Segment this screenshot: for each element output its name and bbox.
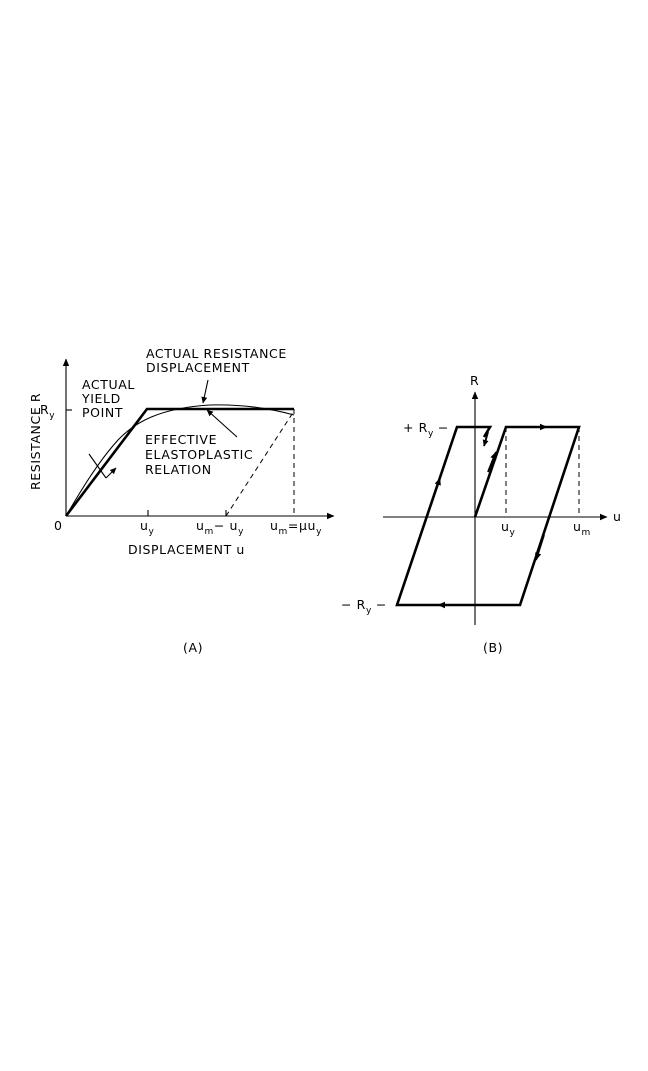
panel-a-x-axis-label: DISPLACEMENT u — [128, 542, 245, 557]
panel-b-minus-ry-label: − Ry− — [341, 597, 387, 616]
panel-a-uy-label: uy — [140, 518, 155, 537]
panel-a-effective-line2: ELASTOPLASTIC — [145, 447, 253, 462]
panel-a-origin-label: 0 — [54, 518, 63, 533]
panel-a: RESISTANCE R DISPLACEMENT u 0 Ry uy um− … — [28, 346, 334, 655]
panel-a-label: (A) — [183, 640, 203, 655]
panel-a-um-eq-label: um=µuy — [270, 518, 322, 537]
panel-a-effective-line3: RELATION — [145, 462, 212, 477]
panel-a-actual-resistance-line1: ACTUAL RESISTANCE — [146, 346, 287, 361]
panel-b-label: (B) — [483, 640, 503, 655]
panel-a-yield-leader-b — [106, 468, 116, 478]
panel-a-actual-yield-line3: POINT — [82, 405, 123, 420]
panel-b-arrow-unload — [536, 535, 544, 560]
panel-a-actual-leader — [203, 380, 208, 403]
panel-b-u-label: u — [613, 509, 622, 524]
panel-b-arrow-reload — [431, 478, 440, 505]
panel-a-actual-yield-line1: ACTUAL — [82, 377, 135, 392]
panel-a-um-minus-uy-label: um− uy — [196, 518, 244, 537]
panel-a-actual-yield-line2: YIELD — [81, 391, 121, 406]
panel-b: R u + Ry− − Ry− uy um (B) — [341, 373, 622, 655]
panel-b-uy-label: uy — [501, 519, 516, 538]
panel-a-unload-dashed — [226, 411, 294, 516]
panel-b-r-label: R — [470, 373, 479, 388]
panel-b-hysteresis-loop — [397, 427, 579, 605]
panel-a-effective-line1: EFFECTIVE — [145, 432, 217, 447]
panel-b-plus-ry-label: + Ry− — [403, 420, 449, 439]
panel-b-um-label: um — [573, 519, 591, 538]
panel-a-actual-resistance-line2: DISPLACEMENT — [146, 360, 250, 375]
